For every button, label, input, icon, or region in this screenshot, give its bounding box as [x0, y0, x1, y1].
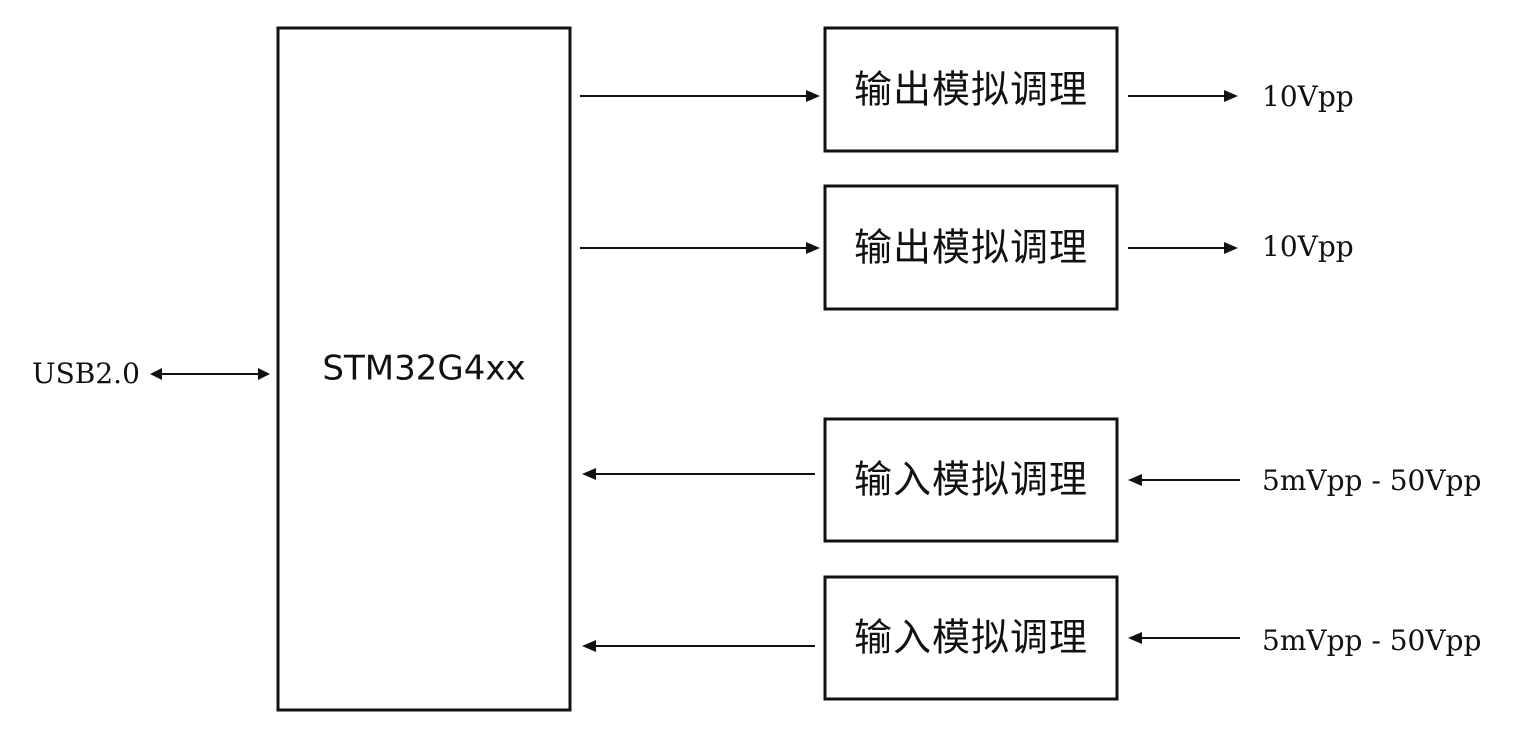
output-1-signal-label: 10Vpp [1262, 80, 1354, 113]
mcu-block: STM32G4xx [276, 26, 572, 712]
mcu-box [276, 26, 572, 712]
input-1-out-arrowhead [582, 468, 596, 480]
output-channel-2: 输出模拟调理 10Vpp [580, 184, 1354, 311]
output-channel-1: 输出模拟调理 10Vpp [580, 26, 1354, 153]
input-channel-2: 输入模拟调理 5mVpp - 50Vpp [582, 575, 1481, 701]
input-channel-1: 输入模拟调理 5mVpp - 50Vpp [582, 417, 1481, 543]
output-1-block-label: 输出模拟调理 [854, 68, 1088, 112]
output-1-out-arrowhead [1224, 90, 1238, 102]
input-1-in-arrowhead [1128, 474, 1142, 486]
input-2-in-arrowhead [1128, 632, 1142, 644]
output-1-in-arrowhead [806, 90, 820, 102]
output-2-signal-label: 10Vpp [1262, 230, 1354, 263]
input-2-signal-label: 5mVpp - 50Vpp [1262, 624, 1481, 657]
mcu-label: STM32G4xx [322, 349, 525, 389]
usb-link: USB2.0 [32, 357, 270, 390]
usb-arrowhead-left [150, 368, 162, 380]
usb-label: USB2.0 [32, 357, 140, 390]
input-2-out-arrowhead [582, 640, 596, 652]
output-1-block [823, 26, 1119, 153]
input-1-signal-label: 5mVpp - 50Vpp [1262, 464, 1481, 497]
usb-arrowhead-right [258, 368, 270, 380]
input-2-block [823, 575, 1119, 701]
output-2-block [823, 184, 1119, 311]
input-1-block-label: 输入模拟调理 [854, 458, 1088, 502]
output-2-out-arrowhead [1224, 242, 1238, 254]
input-2-block-label: 输入模拟调理 [854, 616, 1088, 660]
output-2-in-arrowhead [806, 242, 820, 254]
output-2-block-label: 输出模拟调理 [854, 226, 1088, 270]
input-1-block [823, 417, 1119, 543]
